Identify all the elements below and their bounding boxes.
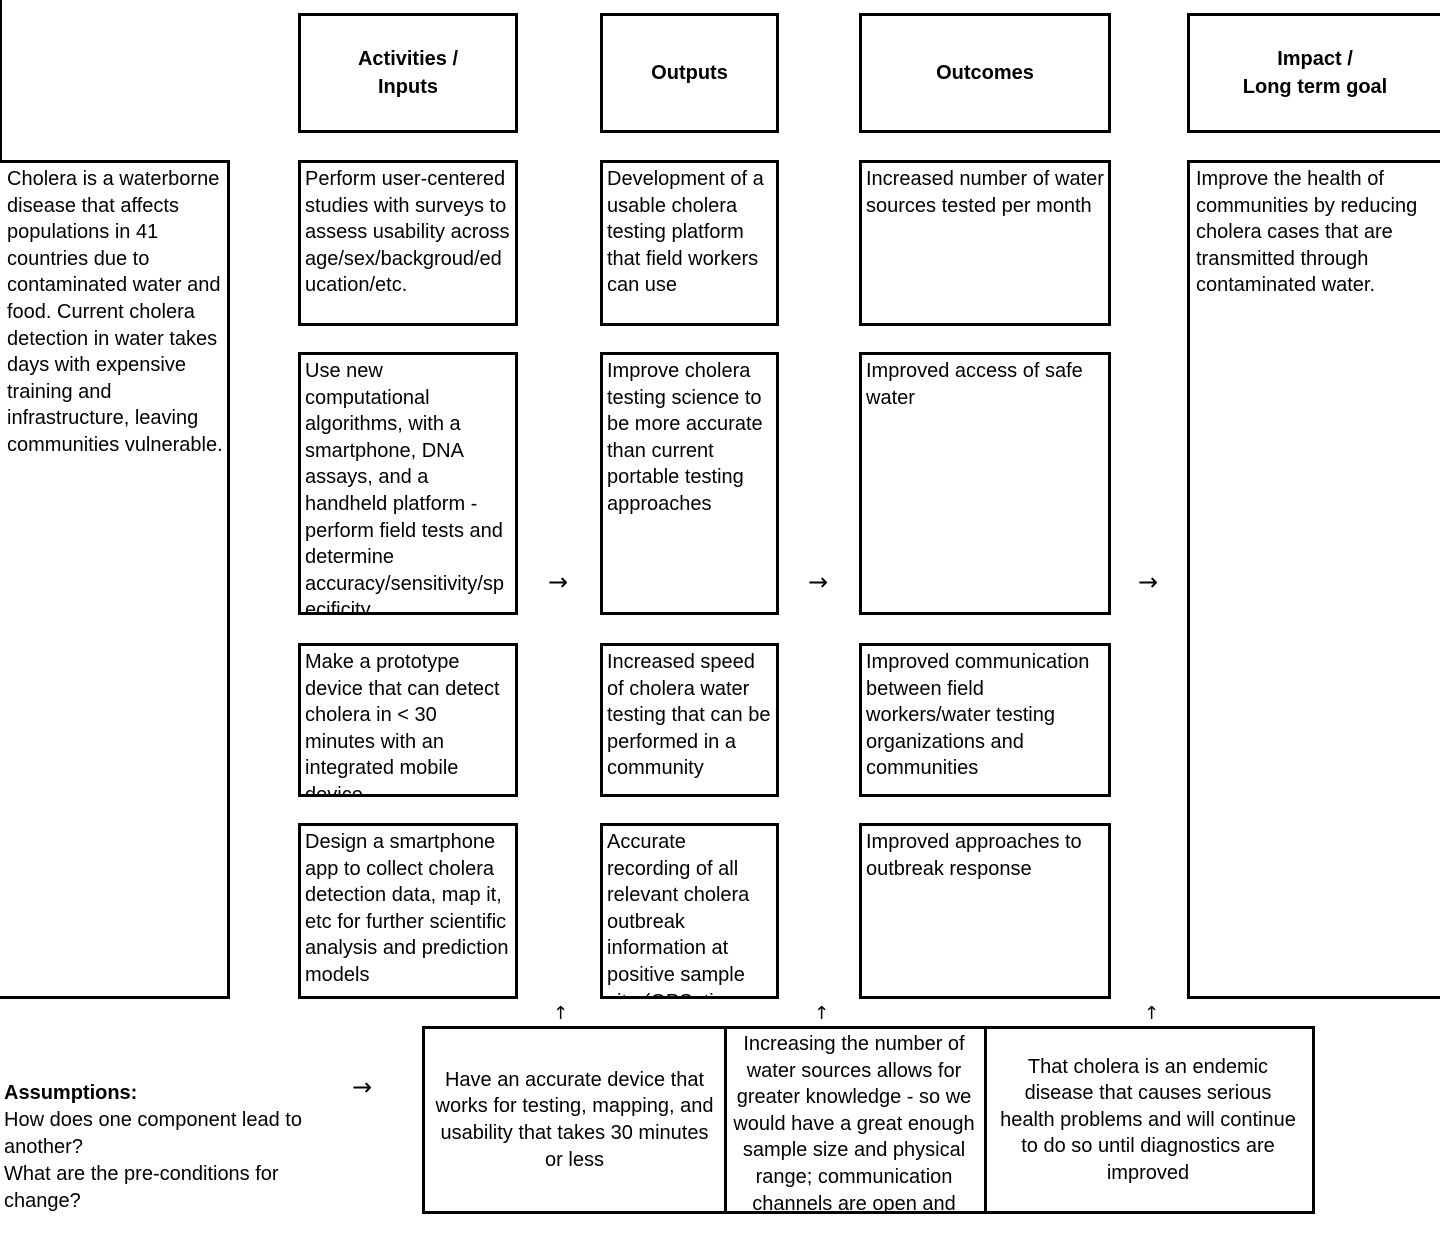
output-box-4: Accurate recording of all relevant chole… xyxy=(600,823,779,999)
assumption-box-2: Increasing the number of water sources a… xyxy=(724,1026,987,1214)
header-outcomes: Outcomes xyxy=(859,13,1111,133)
assumptions-question-2: What are the pre-conditions for change? xyxy=(4,1163,279,1212)
output-box-2: Improve cholera testing science to be mo… xyxy=(600,352,779,615)
outcome-box-1: Increased number of water sources tested… xyxy=(859,160,1111,326)
header-outputs: Outputs xyxy=(600,13,779,133)
up-arrow-2: ↑ xyxy=(814,1003,830,1024)
up-arrow-1: ↑ xyxy=(553,1003,569,1024)
arrow-activities-to-outputs: → xyxy=(548,568,569,596)
activity-text-4: Design a smartphone app to collect chole… xyxy=(305,831,509,986)
activity-text-2: Use new computational algorithms, with a… xyxy=(305,360,504,615)
assumptions-question-1: How does one component lead to another? xyxy=(4,1109,302,1158)
arrow-outcomes-to-impact: → xyxy=(1138,568,1159,596)
activity-box-1: Perform user-centered studies with surve… xyxy=(298,160,518,326)
assumption-text-2: Increasing the number of water sources a… xyxy=(733,1033,975,1214)
outcome-text-4: Improved approaches to outbreak response xyxy=(866,831,1082,880)
outcome-box-4: Improved approaches to outbreak response xyxy=(859,823,1111,999)
assumptions-heading: Assumptions: xyxy=(4,1082,138,1104)
assumption-box-3: That cholera is an endemic disease that … xyxy=(984,1026,1315,1214)
problem-statement-text: Cholera is a waterborne disease that aff… xyxy=(7,168,223,456)
output-box-1: Development of a usable cholera testing … xyxy=(600,160,779,326)
assumption-box-1: Have an accurate device that works for t… xyxy=(422,1026,727,1214)
assumption-text-3: That cholera is an endemic disease that … xyxy=(1000,1055,1296,1184)
problem-statement-box: Cholera is a waterborne disease that aff… xyxy=(0,160,230,999)
arrow-outputs-to-outcomes: → xyxy=(808,568,829,596)
activity-box-3: Make a prototype device that can detect … xyxy=(298,643,518,797)
impact-box: Improve the health of communities by red… xyxy=(1187,160,1440,999)
output-box-3: Increased speed of cholera water testing… xyxy=(600,643,779,797)
arrow-to-assumptions: → xyxy=(352,1073,373,1101)
activity-box-4: Design a smartphone app to collect chole… xyxy=(298,823,518,999)
impact-text: Improve the health of communities by red… xyxy=(1196,168,1418,297)
up-arrow-3: ↑ xyxy=(1144,1003,1160,1024)
activity-box-2: Use new computational algorithms, with a… xyxy=(298,352,518,615)
outcome-box-3: Improved communication between field wor… xyxy=(859,643,1111,797)
output-text-4: Accurate recording of all relevant chole… xyxy=(607,831,750,996)
activity-text-1: Perform user-centered studies with surve… xyxy=(305,168,510,297)
header-activities: Activities / Inputs xyxy=(298,13,518,133)
outcome-text-2: Improved access of safe water xyxy=(866,360,1083,409)
output-text-1: Development of a usable cholera testing … xyxy=(607,168,764,297)
activity-text-3: Make a prototype device that can detect … xyxy=(305,651,500,797)
assumption-text-1: Have an accurate device that works for t… xyxy=(435,1068,714,1171)
header-impact: Impact / Long term goal xyxy=(1187,13,1440,133)
output-text-2: Improve cholera testing science to be mo… xyxy=(607,360,763,515)
assumptions-section: Assumptions: How does one component lead… xyxy=(4,1080,304,1215)
outcome-text-1: Increased number of water sources tested… xyxy=(866,168,1104,217)
output-text-3: Increased speed of cholera water testing… xyxy=(607,651,771,780)
outcome-box-2: Improved access of safe water xyxy=(859,352,1111,615)
outcome-text-3: Improved communication between field wor… xyxy=(866,651,1090,780)
